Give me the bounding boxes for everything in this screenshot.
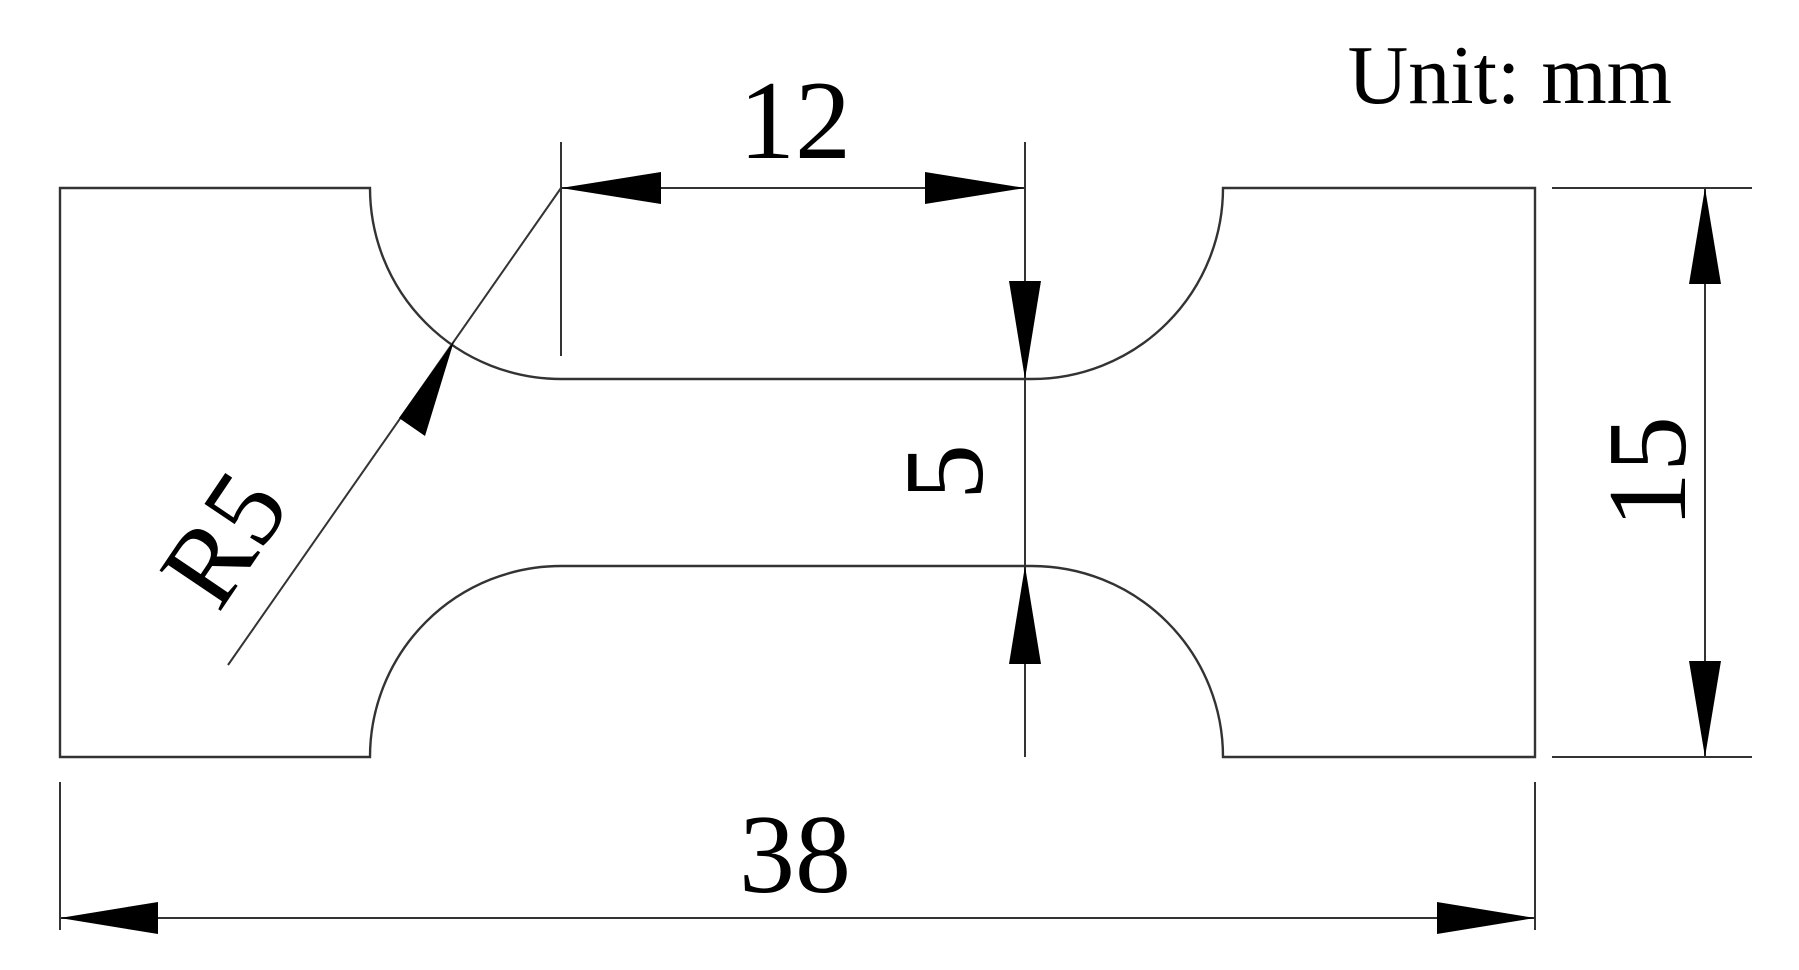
specimen-outline [58,186,1537,759]
fillet-radius-label: R5 [136,450,312,628]
overall-width-dimension: 15 [1552,187,1752,758]
overall-width-label: 15 [1586,416,1710,528]
fillet-radius-leader [227,187,562,666]
unit-label: Unit: mm [1348,29,1672,122]
gauge-width-label: 5 [883,444,1007,500]
fillet-radius-dimension: R5 [136,187,562,666]
gauge-length-dimension: 12 [560,59,1026,757]
overall-width-arrow-bottom [1689,661,1721,757]
gauge-length-arrow-left [561,172,661,204]
gauge-width-arrow-bottom [1009,566,1041,664]
overall-length-dimension: 38 [59,782,1536,934]
overall-length-arrow-left [60,902,158,934]
overall-length-arrow-right [1437,902,1535,934]
gauge-width-dimension: 5 [883,281,1041,664]
gauge-width-arrow-top [1009,281,1041,379]
gauge-length-arrow-right [925,172,1025,204]
overall-width-arrow-top [1689,188,1721,284]
fillet-radius-arrow [399,341,454,436]
gauge-length-label: 12 [739,59,851,183]
overall-length-label: 38 [739,793,851,917]
